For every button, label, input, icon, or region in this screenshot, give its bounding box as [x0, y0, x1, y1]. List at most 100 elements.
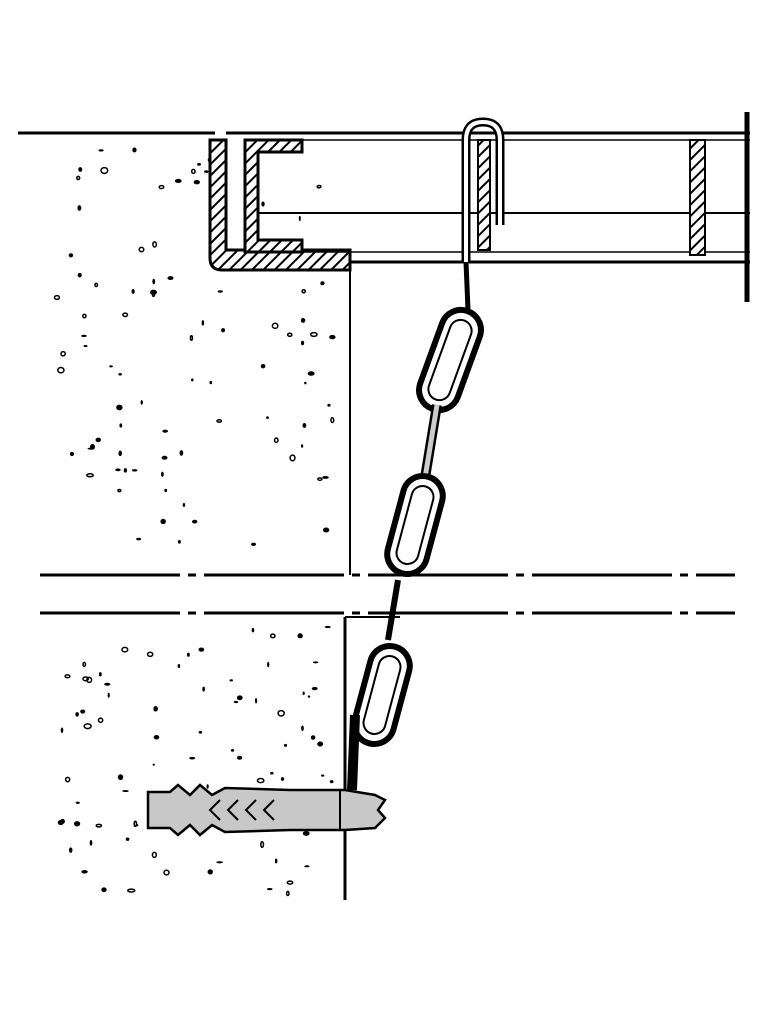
concrete-speck	[122, 312, 129, 318]
concrete-speck	[261, 201, 265, 207]
concrete-speck	[327, 403, 331, 407]
concrete-speck	[57, 366, 65, 374]
concrete-speck	[152, 763, 155, 766]
concrete-speck	[202, 686, 205, 692]
concrete-speck	[209, 380, 213, 385]
concrete-speck	[150, 289, 157, 295]
concrete-speck	[301, 289, 307, 294]
concrete-speck	[310, 735, 316, 740]
concrete-speck	[329, 780, 334, 784]
concrete-speck	[153, 706, 158, 712]
concrete-speck	[69, 451, 75, 457]
concrete-speck	[73, 821, 81, 827]
concrete-speck	[317, 741, 324, 747]
concrete-speck	[109, 365, 113, 368]
concrete-speck	[191, 519, 198, 524]
concrete-speck	[89, 839, 93, 846]
concrete-speck	[221, 328, 226, 333]
concrete-speck	[160, 471, 164, 477]
concrete-speck	[230, 749, 235, 752]
concrete-speck	[266, 416, 269, 420]
dash-lines	[40, 573, 735, 615]
concrete-speck	[78, 167, 83, 172]
concrete-speck	[193, 180, 200, 185]
concrete-speck	[300, 318, 306, 323]
concrete-speck	[95, 437, 101, 443]
concrete-speck	[255, 697, 258, 704]
concrete-speck	[140, 400, 143, 405]
concrete-speck	[260, 363, 266, 369]
concrete-speck	[233, 700, 239, 704]
concrete-speck	[81, 334, 87, 338]
concrete-speck	[160, 518, 166, 525]
concrete-speck	[304, 381, 307, 385]
concrete-speck	[118, 450, 122, 457]
concrete-speck	[75, 801, 80, 804]
wall-plug-anchor	[146, 783, 387, 837]
concrete-speck	[167, 276, 174, 281]
concrete-speck	[273, 437, 279, 444]
concrete-speck	[260, 840, 265, 849]
concrete-speck	[118, 372, 122, 376]
concrete-speck	[53, 294, 61, 301]
concrete-speck	[277, 709, 285, 717]
concrete-speck	[289, 454, 296, 462]
concrete-speck	[206, 784, 209, 789]
concrete-speck	[82, 661, 87, 668]
c-channel-profile	[208, 138, 352, 272]
concrete-speck	[297, 633, 303, 639]
concrete-speck	[320, 281, 325, 286]
concrete-speck	[82, 676, 90, 682]
concrete-speck	[302, 831, 310, 836]
concrete-speck	[186, 652, 190, 657]
concrete-speck	[330, 417, 335, 424]
concrete-speck	[94, 282, 99, 288]
concrete-speck	[117, 488, 122, 493]
concrete-speck	[101, 887, 107, 893]
concrete-speck	[304, 865, 310, 868]
concrete-speck	[274, 858, 278, 864]
concrete-speck	[121, 646, 129, 653]
concrete-speck	[83, 344, 88, 348]
concrete-speck	[116, 404, 123, 411]
s-hook	[461, 117, 505, 311]
concrete-speck	[207, 869, 213, 875]
concrete-speck	[251, 627, 255, 633]
concrete-speck	[324, 625, 331, 629]
concrete-speck	[256, 777, 265, 784]
concrete-speck	[135, 824, 139, 827]
concrete-speck	[286, 332, 293, 338]
concrete-speck	[75, 712, 79, 717]
concrete-speck	[270, 771, 274, 775]
concrete-speck	[302, 423, 307, 428]
concrete-speck	[77, 205, 82, 211]
concrete-speck	[131, 469, 138, 472]
concrete-speck	[152, 241, 158, 248]
chain	[347, 306, 484, 791]
concrete-speck	[271, 322, 279, 330]
concrete-speck	[189, 756, 196, 760]
concrete-speck	[161, 455, 168, 460]
concrete-speck	[307, 371, 315, 376]
concrete-speck	[329, 334, 336, 340]
concrete-speck	[97, 717, 104, 724]
concrete-speck	[83, 723, 92, 730]
rail	[226, 112, 750, 302]
concrete-speck	[217, 290, 223, 293]
concrete-speck	[267, 661, 270, 668]
concrete-speck	[98, 672, 102, 677]
concrete-speck	[98, 149, 104, 152]
concrete-speck	[298, 215, 301, 222]
concrete-speck	[322, 476, 329, 479]
concrete-speck	[229, 679, 234, 682]
concrete-speck	[283, 743, 288, 747]
concrete-speck	[80, 709, 86, 714]
concrete-speck	[197, 163, 202, 166]
concrete-speck	[163, 869, 170, 876]
concrete-speck	[123, 468, 128, 473]
concrete-speck	[316, 184, 322, 189]
concrete-speck	[321, 774, 325, 777]
concrete-speck	[60, 727, 64, 734]
concrete-speck	[201, 320, 205, 326]
